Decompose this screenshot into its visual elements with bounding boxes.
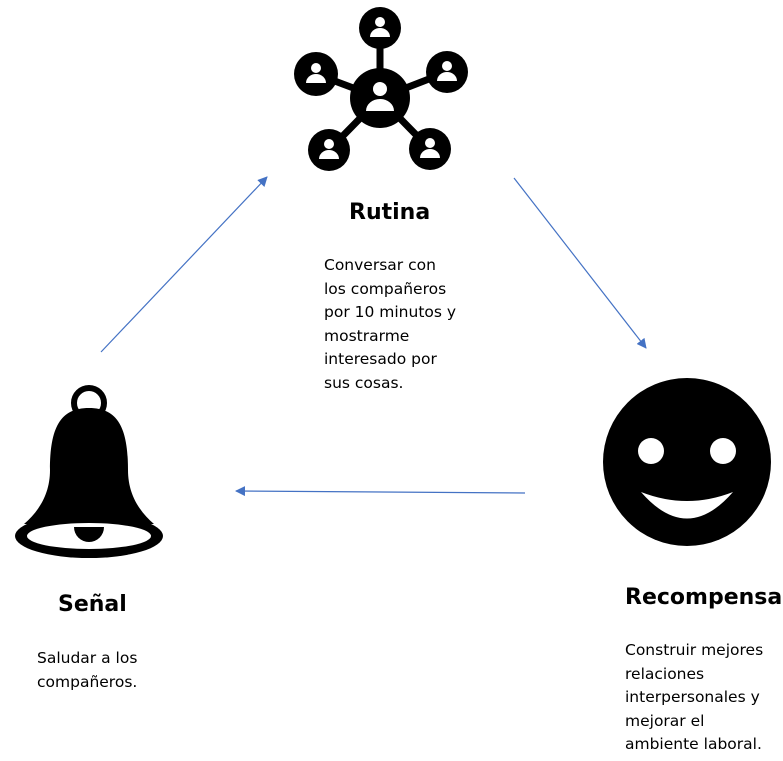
cue-text-line: Saludar a los <box>37 649 138 667</box>
cue-title: Señal <box>58 592 127 617</box>
routine-description: Conversar con los compañeros por 10 minu… <box>324 254 456 395</box>
arrow-cue-to-routine <box>100 176 268 353</box>
routine-text-line: por 10 minutos y <box>324 303 457 321</box>
reward-description: Construir mejores relaciones interperson… <box>625 639 763 757</box>
reward-text-line: mejorar el <box>625 711 705 730</box>
routine-text-line: sus cosas. <box>324 373 404 392</box>
reward-title: Recompensa <box>625 585 783 610</box>
arrow-reward-to-cue <box>235 486 526 497</box>
cue-text-line: compañeros. <box>37 672 138 691</box>
routine-text-line: interesado por <box>324 350 437 368</box>
reward-text-line: relaciones <box>625 664 705 683</box>
routine-text-line: Conversar con <box>324 256 436 274</box>
reward-text-line: interpersonales y <box>625 688 760 706</box>
routine-title: Rutina <box>349 200 431 225</box>
routine-text-line: mostrarme <box>324 326 410 345</box>
routine-text-line: los compañeros <box>324 279 447 298</box>
arrow-routine-to-reward <box>513 177 647 349</box>
reward-text-line: ambiente laboral. <box>625 735 762 753</box>
cue-description: Saludar a los compañeros. <box>37 647 137 694</box>
reward-text-line: Construir mejores <box>625 641 764 659</box>
